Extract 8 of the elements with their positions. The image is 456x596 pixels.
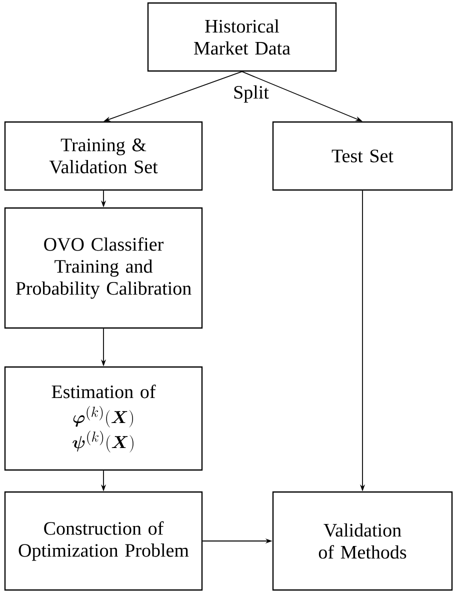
process-box: Training & Validation Set — [4, 121, 203, 191]
edge-label: Split — [232, 84, 270, 104]
process-box: Construction of Optimization Problem — [4, 491, 203, 591]
process-box: OVO Classifier Training and Probability Calibration — [4, 207, 203, 329]
process-box: Validation of Methods — [272, 491, 453, 591]
process-box: Estimation of $\boldsymbol{\varphi}^{(k)}(\boldsymbol{X})$ $\boldsymbol{\psi}^{(k)}(\boldsymbol{X})$ — [4, 366, 203, 471]
process-box: Test Set — [272, 121, 453, 191]
process-box: Historical Market Data — [147, 2, 337, 72]
